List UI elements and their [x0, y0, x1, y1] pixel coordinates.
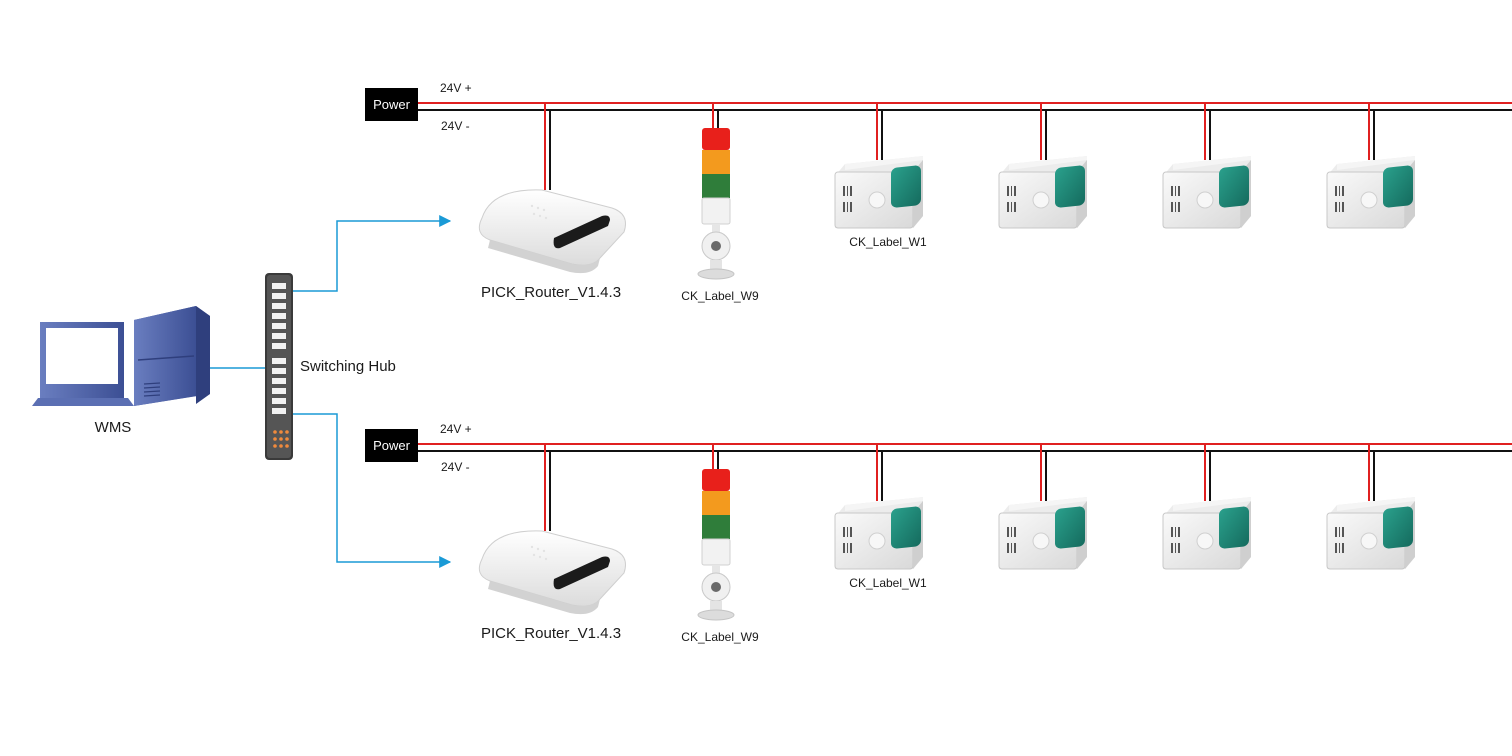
hub-router-link-2: [293, 413, 452, 568]
tower-label: CK_Label_W9: [681, 289, 759, 303]
tower-light-icon: [697, 468, 735, 621]
router-icon: [478, 189, 626, 274]
wms-label: WMS: [95, 419, 132, 436]
hub-router-link-1: [293, 215, 452, 292]
label-device-icon: [998, 496, 1088, 570]
power-box: [365, 429, 418, 462]
power-box: [365, 88, 418, 121]
switching-hub-label: Switching Hub: [300, 358, 396, 375]
tower-label: CK_Label_W9: [681, 630, 759, 644]
router-label: PICK_Router_V1.4.3: [481, 625, 621, 642]
label-device-icon: [834, 155, 924, 229]
row-1: Power 24V + 24V - PICK_Router_V1.4.3 CK_…: [365, 81, 1512, 303]
switching-hub-icon: [265, 273, 293, 460]
drop-wires: [544, 103, 1375, 190]
plus-label: 24V +: [440, 422, 472, 436]
power-label: Power: [373, 438, 411, 453]
label-device-icon: [1326, 155, 1416, 229]
drop-wires: [544, 444, 1375, 531]
device-label: CK_Label_W1: [849, 235, 927, 249]
device-label: CK_Label_W1: [849, 576, 927, 590]
router-label: PICK_Router_V1.4.3: [481, 284, 621, 301]
label-device-icon: [1326, 496, 1416, 570]
plus-label: 24V +: [440, 81, 472, 95]
label-device-icon: [1162, 496, 1252, 570]
label-device-icon: [998, 155, 1088, 229]
minus-label: 24V -: [441, 119, 470, 133]
label-device-icon: [1162, 155, 1252, 229]
power-label: Power: [373, 97, 411, 112]
minus-label: 24V -: [441, 460, 470, 474]
wms-computer-icon: [32, 306, 210, 406]
label-device-icon: [834, 496, 924, 570]
router-icon: [478, 530, 626, 615]
tower-light-icon: [697, 127, 735, 280]
row-2: Power 24V + 24V - PICK_Router_V1.4.3 CK_…: [365, 422, 1512, 644]
